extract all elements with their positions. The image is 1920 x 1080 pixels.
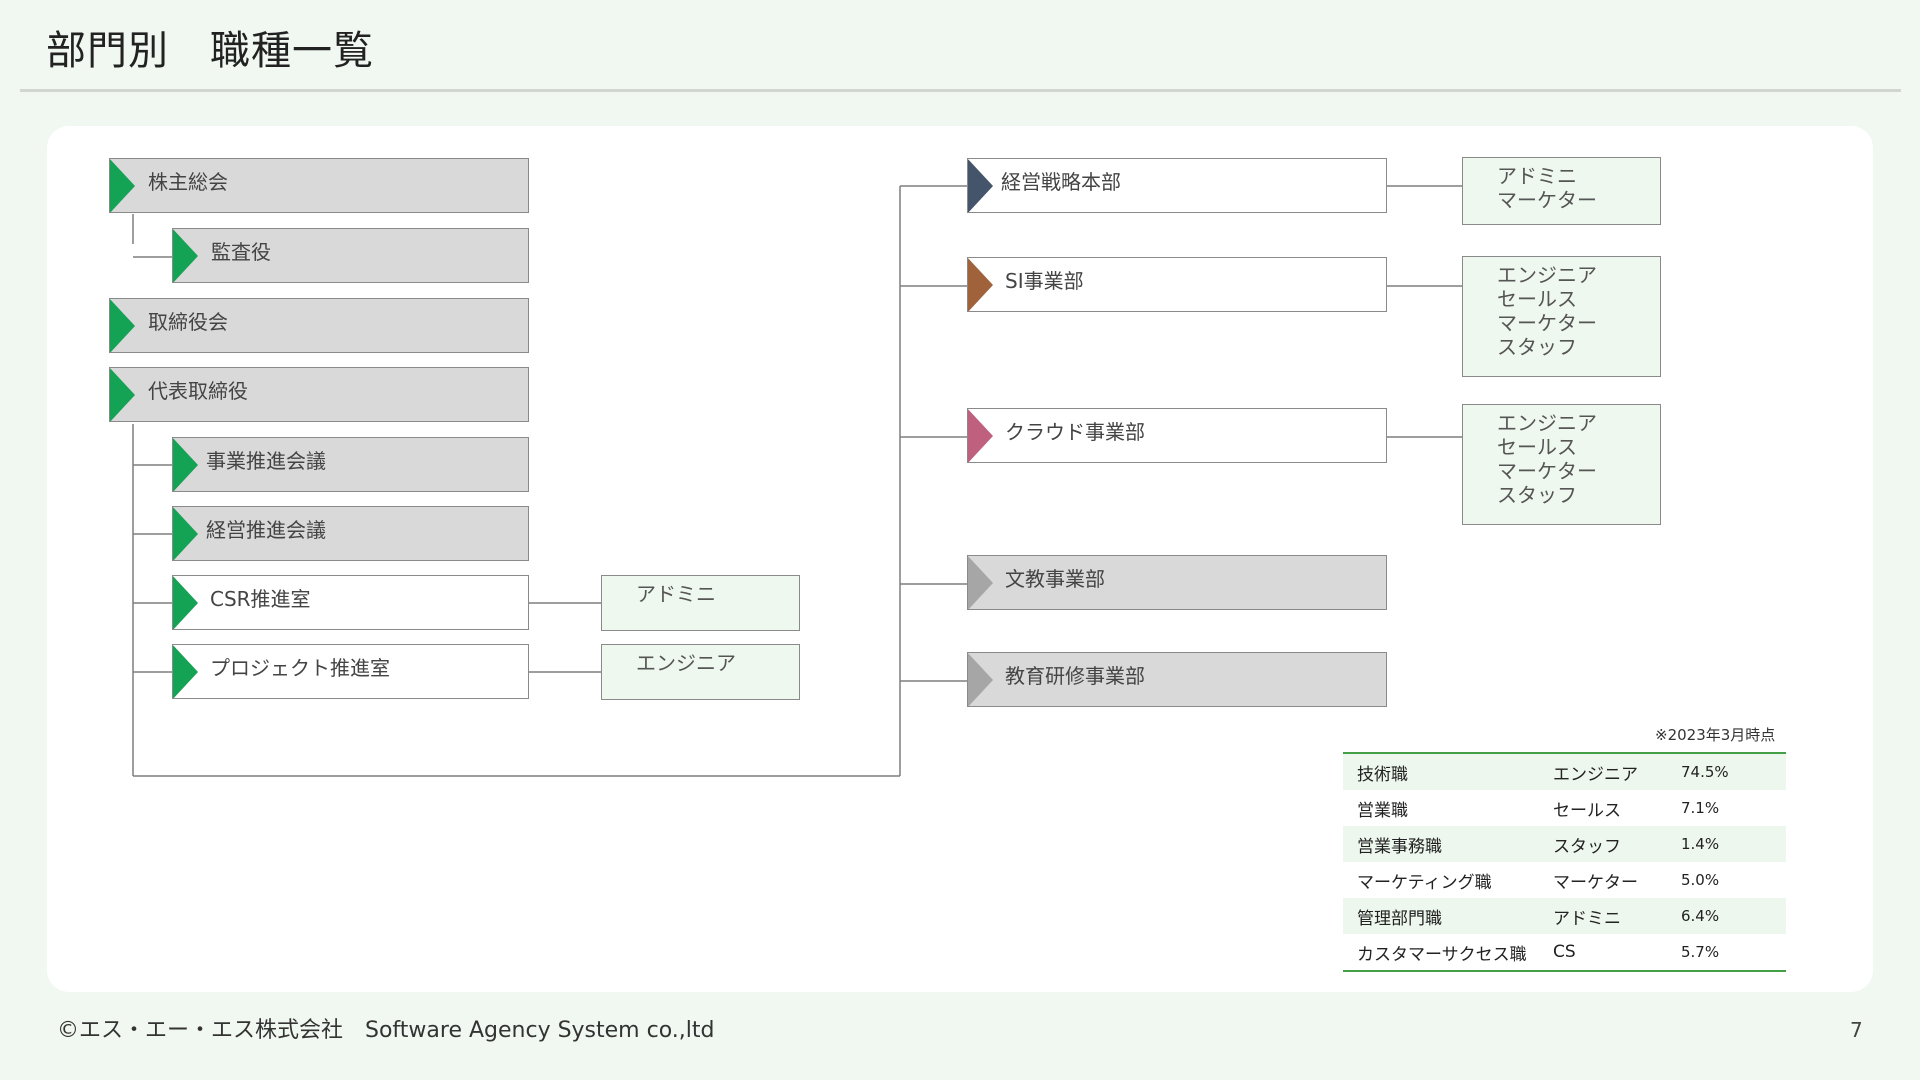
node-project-office: プロジェクト推進室 xyxy=(172,644,529,699)
title-divider xyxy=(20,89,1901,92)
node-education-division: 文教事業部 xyxy=(967,555,1387,610)
node-csr-office: CSR推進室 xyxy=(172,575,529,630)
job-category: 営業職 xyxy=(1357,800,1408,821)
role-name: アドミニ xyxy=(1553,898,1681,934)
node-label: 文教事業部 xyxy=(1005,567,1105,591)
role-box-si: エンジニア セールス マーケター スタッフ xyxy=(1462,256,1661,377)
role-name: CS xyxy=(1553,942,1576,962)
role-name: セールス xyxy=(1553,800,1621,821)
table-row: 管理部門職 アドミニ 6.4% xyxy=(1343,898,1786,934)
percentage: 74.5% xyxy=(1681,753,1786,790)
node-training-division: 教育研修事業部 xyxy=(967,652,1387,707)
role-name: エンジニア xyxy=(1553,753,1681,790)
percentage: 1.4% xyxy=(1681,826,1786,862)
role-box-csr: アドミニ xyxy=(601,575,800,631)
green-marker-icon xyxy=(110,368,135,421)
page-title: 部門別 職種一覧 xyxy=(46,28,374,74)
percentage: 5.7% xyxy=(1681,943,1720,961)
percentage: 5.0% xyxy=(1681,871,1720,889)
node-management-promotion-meeting: 経営推進会議 xyxy=(172,506,529,561)
node-label: クラウド事業部 xyxy=(1005,420,1145,444)
job-category: カスタマーサクセス職 xyxy=(1357,944,1527,965)
role-box-strategy: アドミニ マーケター xyxy=(1462,157,1661,225)
job-category: 営業事務職 xyxy=(1343,826,1553,862)
role-box-project: エンジニア xyxy=(601,644,800,700)
node-label: 監査役 xyxy=(211,240,271,264)
node-management-strategy-hq: 経営戦略本部 xyxy=(967,158,1387,213)
green-marker-icon xyxy=(173,576,198,629)
node-shareholders-meeting: 株主総会 xyxy=(109,158,529,213)
page-number: 7 xyxy=(1850,1018,1863,1042)
node-label: SI事業部 xyxy=(1005,269,1084,293)
node-label: 教育研修事業部 xyxy=(1005,664,1145,688)
node-auditor: 監査役 xyxy=(172,228,529,283)
green-marker-icon xyxy=(173,645,198,698)
node-label: 経営推進会議 xyxy=(206,518,326,542)
node-label: 取締役会 xyxy=(148,310,228,334)
gray-marker-icon xyxy=(968,556,993,609)
table-row: マーケティング職 マーケター 5.0% xyxy=(1343,862,1786,898)
table-row: カスタマーサクセス職 CS 5.7% xyxy=(1343,934,1786,971)
brown-marker-icon xyxy=(968,258,993,311)
job-category: 技術職 xyxy=(1343,753,1553,790)
node-label: 代表取締役 xyxy=(148,379,248,403)
job-ratio-table: 技術職 エンジニア 74.5% 営業職 セールス 7.1% 営業事務職 スタッフ… xyxy=(1343,752,1786,972)
percentage: 6.4% xyxy=(1681,898,1786,934)
node-label: プロジェクト推進室 xyxy=(210,656,390,680)
gray-marker-icon xyxy=(968,653,993,706)
node-ceo: 代表取締役 xyxy=(109,367,529,422)
percentage: 7.1% xyxy=(1681,799,1720,817)
green-marker-icon xyxy=(110,299,135,352)
role-name: スタッフ xyxy=(1553,826,1681,862)
green-marker-icon xyxy=(173,438,198,491)
role-box-cloud: エンジニア セールス マーケター スタッフ xyxy=(1462,404,1661,525)
job-category: マーケティング職 xyxy=(1357,872,1492,893)
node-label: 株主総会 xyxy=(148,170,228,194)
green-marker-icon xyxy=(173,229,198,282)
table-row: 営業事務職 スタッフ 1.4% xyxy=(1343,826,1786,862)
green-marker-icon xyxy=(173,507,198,560)
footer-copyright: ©エス・エー・エス株式会社 Software Agency System co.… xyxy=(57,1018,715,1043)
role-name: マーケター xyxy=(1553,872,1638,893)
pink-marker-icon xyxy=(968,409,993,462)
node-board-of-directors: 取締役会 xyxy=(109,298,529,353)
node-si-division: SI事業部 xyxy=(967,257,1387,312)
table-row: 技術職 エンジニア 74.5% xyxy=(1343,753,1786,790)
node-label: 経営戦略本部 xyxy=(1001,170,1121,194)
node-label: CSR推進室 xyxy=(210,587,311,611)
node-business-promotion-meeting: 事業推進会議 xyxy=(172,437,529,492)
node-label: 事業推進会議 xyxy=(206,449,326,473)
table-row: 営業職 セールス 7.1% xyxy=(1343,790,1786,826)
navy-marker-icon xyxy=(968,159,993,212)
green-marker-icon xyxy=(110,159,135,212)
node-cloud-division: クラウド事業部 xyxy=(967,408,1387,463)
as-of-note: ※2023年3月時点 xyxy=(1655,726,1776,744)
job-category: 管理部門職 xyxy=(1343,898,1553,934)
